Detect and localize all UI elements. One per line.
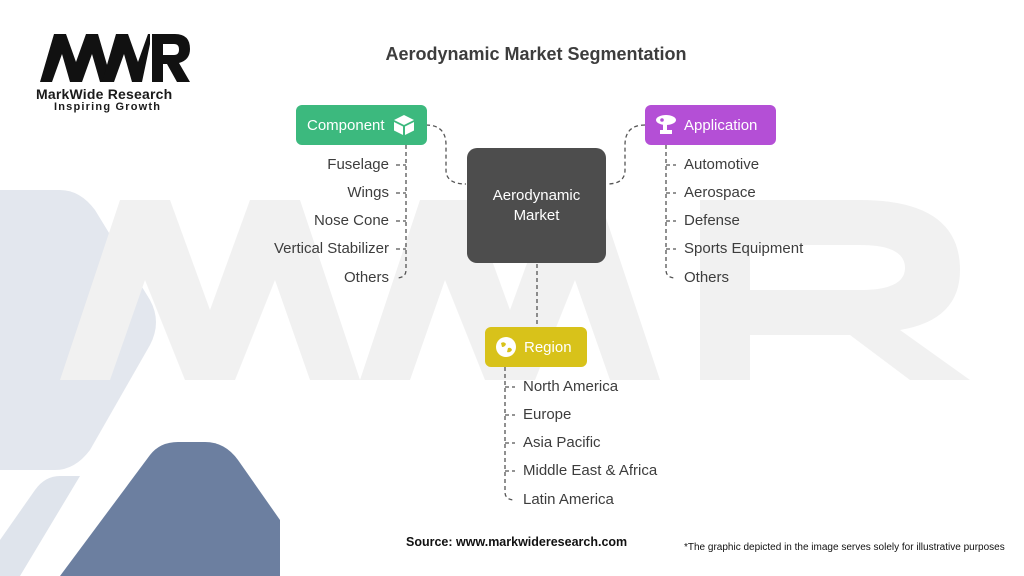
category-application: Application bbox=[645, 105, 776, 145]
region-item: Europe bbox=[523, 406, 572, 423]
category-region-label: Region bbox=[524, 338, 572, 356]
disclaimer-note: *The graphic depicted in the image serve… bbox=[684, 542, 1005, 553]
robot-arm-icon bbox=[653, 112, 679, 138]
component-item: Fuselage bbox=[327, 156, 389, 173]
component-item: Wings bbox=[347, 184, 389, 201]
component-item: Nose Cone bbox=[313, 212, 389, 229]
diagram-title: Aerodynamic Market Segmentation bbox=[385, 44, 687, 64]
category-region: Region bbox=[485, 327, 587, 367]
category-application-label: Application bbox=[684, 116, 758, 134]
logo-tagline: Inspiring Growth bbox=[54, 101, 162, 113]
region-item: Asia Pacific bbox=[523, 434, 601, 451]
component-item: Others bbox=[343, 269, 389, 286]
application-item: Others bbox=[684, 269, 730, 286]
center-node: Aerodynamic Market bbox=[467, 148, 606, 263]
application-item: Sports Equipment bbox=[684, 240, 804, 257]
category-component: Component bbox=[296, 105, 427, 145]
center-line-2: Market bbox=[513, 206, 560, 224]
cube-icon bbox=[391, 112, 417, 138]
region-item: Middle East & Africa bbox=[523, 462, 658, 479]
globe-icon bbox=[493, 334, 519, 360]
component-item: Vertical Stabilizer bbox=[273, 240, 389, 257]
center-line-1: Aerodynamic bbox=[492, 186, 581, 204]
logo-company-name: MarkWide Research bbox=[36, 86, 173, 102]
region-item: North America bbox=[523, 378, 619, 395]
source-text: Source: www.markwideresearch.com bbox=[406, 535, 628, 549]
application-item: Defense bbox=[684, 212, 740, 229]
application-item: Automotive bbox=[684, 156, 760, 173]
application-item: Aerospace bbox=[684, 184, 756, 201]
region-item: Latin America bbox=[523, 491, 614, 508]
markwide-logo-mark bbox=[40, 34, 190, 82]
category-component-label: Component bbox=[307, 116, 385, 134]
